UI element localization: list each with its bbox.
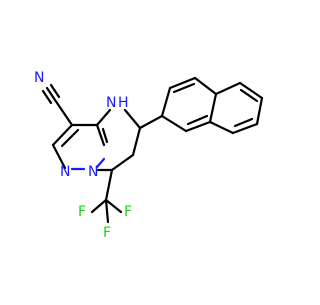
f-left-label: F bbox=[78, 204, 86, 220]
dihydropyrimidine-ring bbox=[95, 108, 142, 172]
molecule-structure-diagram: N N N N H bbox=[34, 70, 264, 241]
pyrazole-ring bbox=[51, 123, 109, 171]
ring-nh-h-label: H bbox=[118, 95, 129, 111]
trifluoromethyl-group bbox=[90, 168, 123, 224]
f-bottom-label: F bbox=[103, 225, 111, 241]
nitrile-group bbox=[41, 83, 74, 127]
pyrazole-n2-label: N bbox=[88, 164, 98, 180]
f-right-label: F bbox=[124, 204, 132, 220]
pyrazole-n1-label: N bbox=[60, 164, 70, 180]
naphthalene-group bbox=[138, 76, 264, 135]
nitrile-n-label: N bbox=[34, 70, 44, 86]
ring-nh-n-label: N bbox=[106, 95, 116, 111]
molecule-svg: N N N N H bbox=[34, 70, 264, 241]
